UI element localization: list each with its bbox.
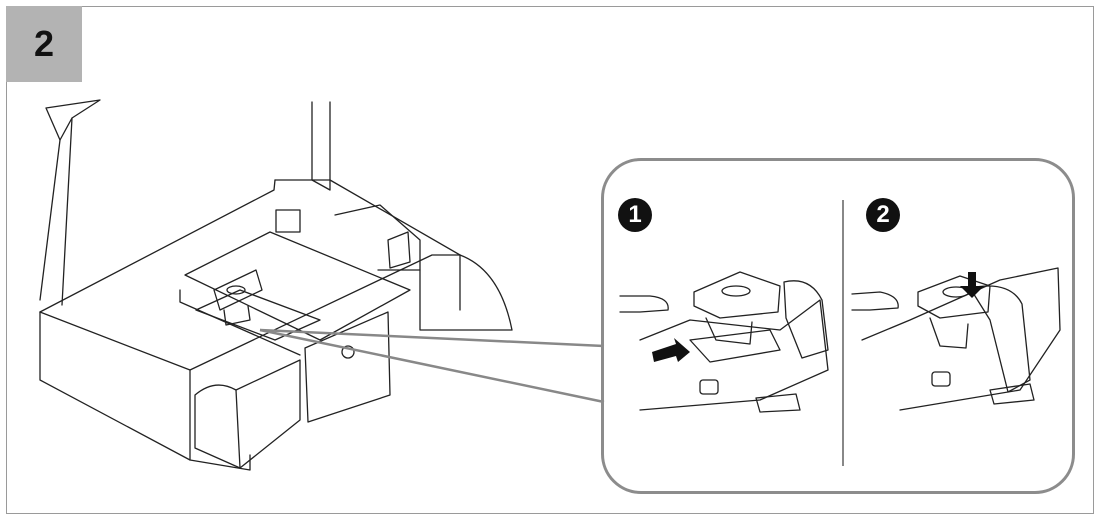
- substep-1-badge: 1: [618, 198, 652, 232]
- monitor-panel: [184, 231, 411, 341]
- box-back-wall: [311, 101, 331, 191]
- stand-top-1: [693, 271, 781, 319]
- monitor-back-1: [639, 299, 829, 411]
- detail-callout: [601, 158, 1075, 494]
- box-flap-edge-2: [61, 117, 73, 306]
- slide-arrow-icon: [652, 338, 690, 362]
- press-down-arrow-icon: [960, 272, 984, 298]
- foam-block-front: [235, 359, 301, 469]
- right-hand-1: [783, 280, 829, 359]
- brand-logo-1: [721, 285, 751, 297]
- stand-neck: [223, 305, 251, 326]
- monitor-edge: [179, 289, 301, 356]
- foam-insert-right: [419, 254, 513, 331]
- left-hand-1: [619, 295, 669, 313]
- stand-top-block: [213, 269, 263, 311]
- step-number-badge: 2: [6, 6, 82, 82]
- box-flap-edge: [39, 139, 61, 301]
- cable-tie: [387, 231, 411, 269]
- stand-mount-plate: [195, 289, 321, 341]
- mount-plate-1: [689, 329, 781, 363]
- stand-neck-2: [929, 317, 969, 349]
- port-2: [931, 371, 951, 387]
- right-hand-2: [969, 285, 1031, 393]
- monitor-back-2: [861, 267, 1061, 411]
- box-rim-left: [39, 179, 276, 313]
- stand-base-plate: [304, 311, 391, 423]
- port-1: [699, 379, 719, 395]
- inner-compartment-2: [334, 204, 421, 271]
- label-2: [989, 383, 1035, 405]
- foam-insert-front: [194, 384, 241, 469]
- illustration-frame: [6, 6, 1094, 514]
- callout-pointer-upper: [259, 328, 605, 348]
- substep-2-badge: 2: [866, 198, 900, 232]
- base-screw: [341, 345, 355, 359]
- brand-logo-mark: [226, 285, 246, 295]
- stand-top-2: [917, 275, 991, 319]
- left-hand-2: [851, 291, 899, 311]
- label-1: [755, 393, 801, 413]
- callout-pointer-lower: [259, 328, 605, 404]
- inner-compartment-1: [275, 209, 301, 233]
- callout-divider: [842, 200, 844, 466]
